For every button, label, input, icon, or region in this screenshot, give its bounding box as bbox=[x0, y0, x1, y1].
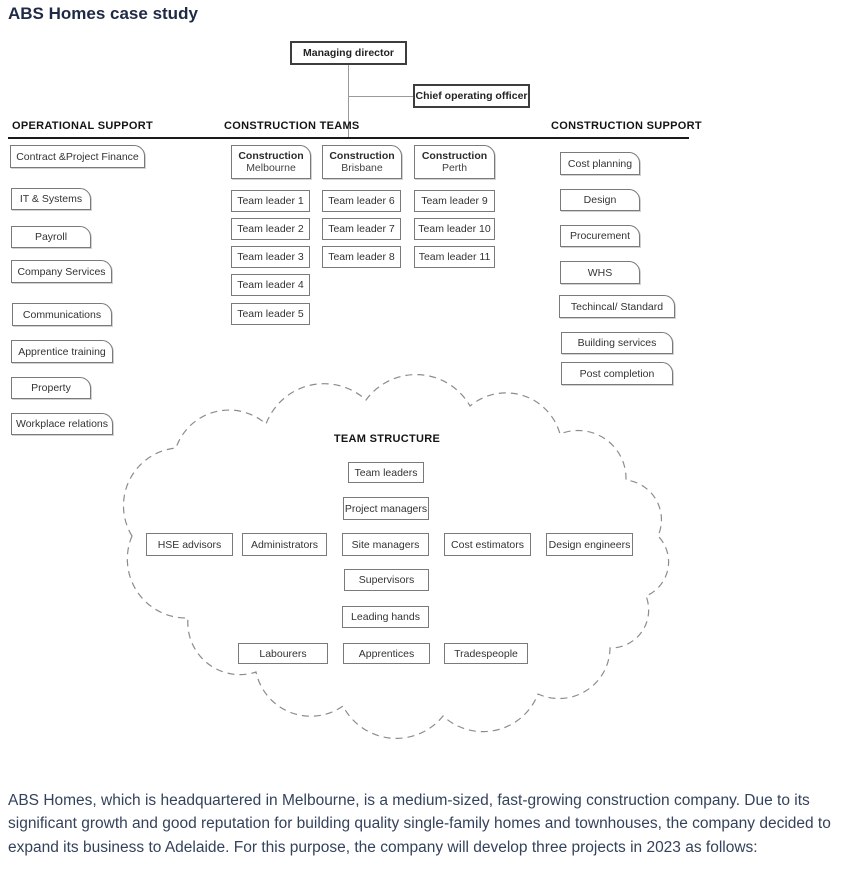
node-supervisors: Supervisors bbox=[344, 569, 429, 591]
node-construction-melbourne: Construction Melbourne bbox=[231, 145, 311, 179]
team-structure-title: TEAM STRUCTURE bbox=[333, 433, 441, 445]
node-it-systems: IT & Systems bbox=[11, 188, 91, 210]
node-cost-estimators: Cost estimators bbox=[444, 533, 531, 556]
team-name: Construction bbox=[238, 150, 304, 162]
node-managing-director: Managing director bbox=[290, 41, 407, 65]
node-construction-brisbane: Construction Brisbane bbox=[322, 145, 402, 179]
node-team-leader-1: Team leader 1 bbox=[231, 190, 310, 212]
node-procurement: Procurement bbox=[560, 225, 640, 247]
node-property: Property bbox=[11, 377, 91, 399]
node-apprentice-training: Apprentice training bbox=[11, 340, 113, 363]
node-administrators: Administrators bbox=[242, 533, 327, 556]
page-title: ABS Homes case study bbox=[8, 4, 198, 23]
node-communications: Communications bbox=[12, 303, 112, 326]
team-city: Brisbane bbox=[341, 162, 383, 174]
node-leading-hands: Leading hands bbox=[342, 606, 429, 628]
node-contract-project-finance: Contract &Project Finance bbox=[10, 145, 145, 168]
node-payroll: Payroll bbox=[11, 226, 91, 248]
column-header-operational-support: OPERATIONAL SUPPORT bbox=[12, 120, 153, 132]
node-team-leaders: Team leaders bbox=[348, 462, 424, 483]
node-post-completion: Post completion bbox=[561, 362, 673, 385]
node-whs: WHS bbox=[560, 261, 640, 284]
node-design: Design bbox=[560, 189, 640, 211]
node-tradespeople: Tradespeople bbox=[444, 643, 528, 664]
team-structure-cloud bbox=[122, 373, 670, 739]
node-chief-operating-officer: Chief operating officer bbox=[413, 84, 530, 108]
connector-branch-coo bbox=[348, 96, 413, 97]
cloud-outline bbox=[122, 373, 670, 739]
node-workplace-relations: Workplace relations bbox=[11, 413, 113, 435]
team-name: Construction bbox=[421, 150, 488, 162]
column-header-construction-support: CONSTRUCTION SUPPORT bbox=[551, 120, 702, 132]
node-team-leader-7: Team leader 7 bbox=[322, 218, 401, 240]
column-header-construction-teams: CONSTRUCTION TEAMS bbox=[224, 120, 360, 132]
case-study-paragraph: ABS Homes, which is headquartered in Mel… bbox=[8, 791, 831, 856]
node-cost-planning: Cost planning bbox=[560, 152, 640, 175]
node-team-leader-8: Team leader 8 bbox=[322, 246, 401, 268]
node-construction-perth: Construction Perth bbox=[414, 145, 495, 179]
node-apprentices: Apprentices bbox=[343, 643, 430, 664]
node-technical-standard: Techincal/ Standard bbox=[559, 295, 675, 318]
node-team-leader-3: Team leader 3 bbox=[231, 246, 310, 268]
node-team-leader-10: Team leader 10 bbox=[414, 218, 495, 240]
node-labourers: Labourers bbox=[238, 643, 328, 664]
team-name: Construction bbox=[329, 150, 395, 162]
team-city: Melbourne bbox=[246, 162, 296, 174]
node-building-services: Building services bbox=[561, 332, 673, 354]
header-rule bbox=[8, 137, 689, 139]
node-team-leader-11: Team leader 11 bbox=[414, 246, 495, 268]
node-team-leader-5: Team leader 5 bbox=[231, 303, 310, 325]
node-team-leader-2: Team leader 2 bbox=[231, 218, 310, 240]
node-team-leader-4: Team leader 4 bbox=[231, 274, 310, 296]
node-company-services: Company Services bbox=[11, 260, 112, 283]
node-hse-advisors: HSE advisors bbox=[146, 533, 233, 556]
node-team-leader-9: Team leader 9 bbox=[414, 190, 495, 212]
node-team-leader-6: Team leader 6 bbox=[322, 190, 401, 212]
node-design-engineers: Design engineers bbox=[546, 533, 633, 556]
node-site-managers: Site managers bbox=[342, 533, 429, 556]
connector-trunk bbox=[348, 64, 349, 138]
node-project-managers: Project managers bbox=[343, 497, 429, 520]
team-city: Perth bbox=[441, 162, 468, 174]
